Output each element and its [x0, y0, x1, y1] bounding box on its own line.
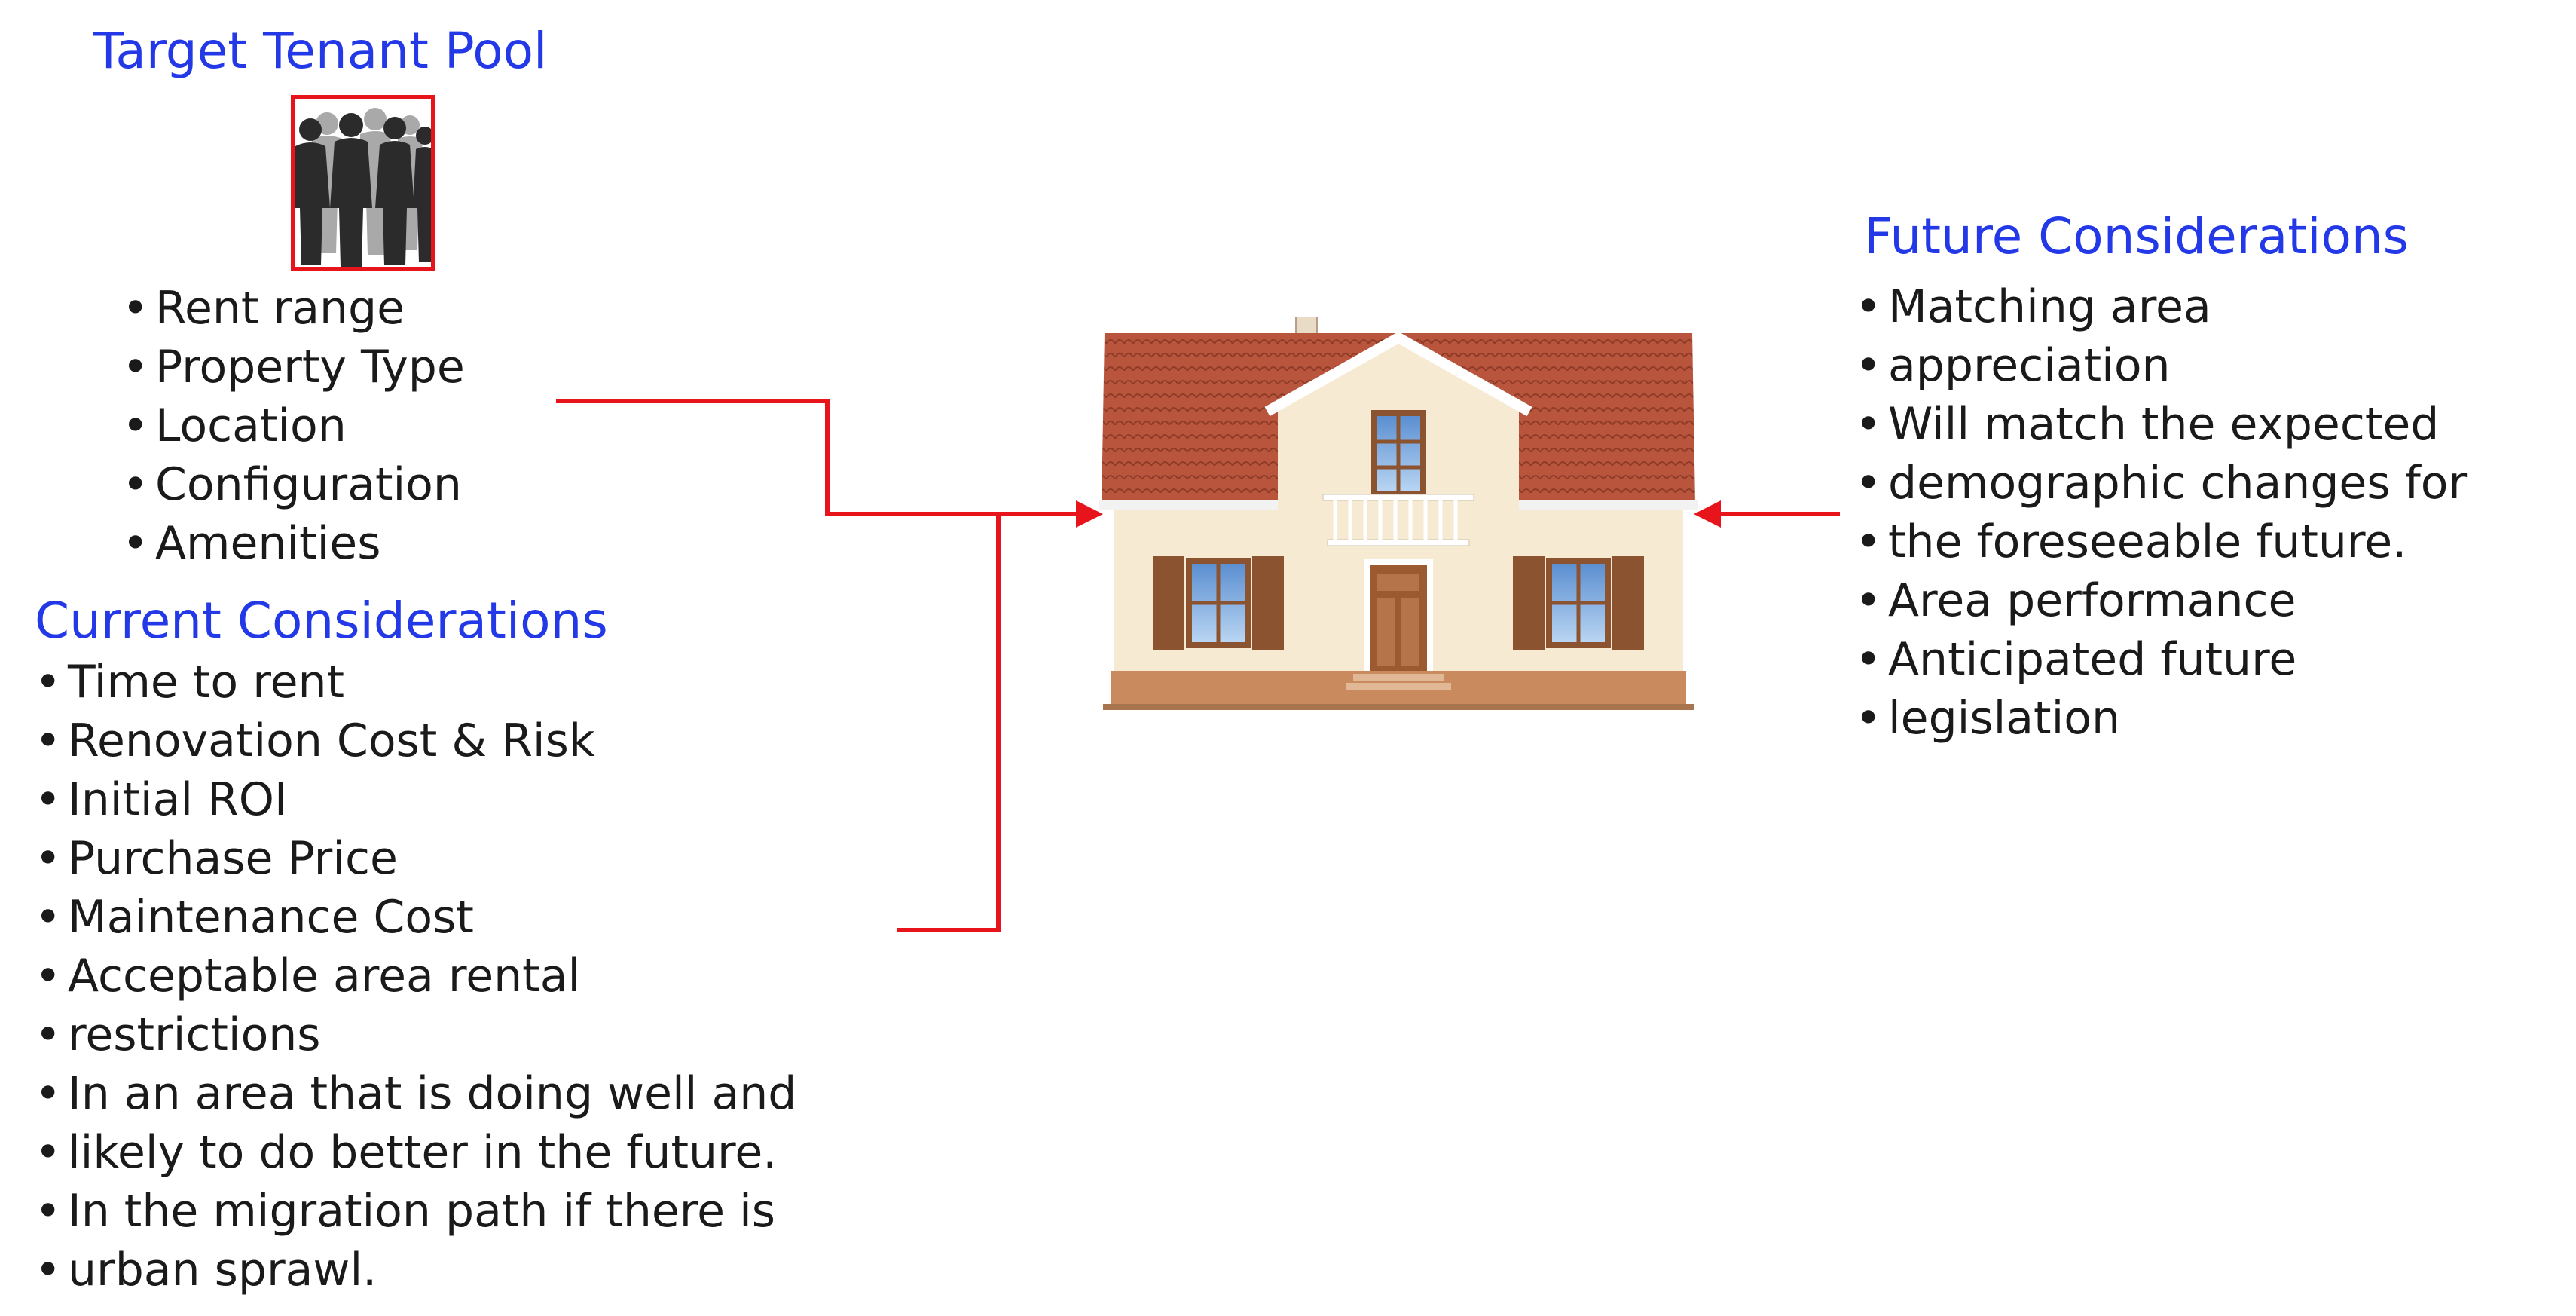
list-item: Property Type — [122, 338, 465, 396]
list-item: Anticipated future — [1855, 630, 2467, 689]
people-silhouette-icon — [291, 95, 435, 271]
list-item: Location — [122, 396, 465, 455]
list-item: Will match the expected — [1855, 395, 2467, 454]
list-item: the foreseeable future. — [1855, 513, 2467, 571]
list-item: Configuration — [122, 455, 465, 514]
list-item: In an area that is doing well and — [35, 1064, 796, 1123]
house-icon — [1099, 317, 1698, 710]
list-item: Renovation Cost & Risk — [35, 712, 796, 770]
tenant-pool-list: Rent range Property Type Location Config… — [122, 279, 465, 573]
tenant-connector — [556, 399, 1103, 528]
list-item: In the migration path if there is — [35, 1182, 796, 1241]
current-considerations-list: Time to rent Renovation Cost & Risk Init… — [35, 653, 796, 1299]
current-considerations-title: Current Considerations — [35, 592, 608, 650]
list-item: Initial ROI — [35, 770, 796, 829]
list-item: appreciation — [1855, 336, 2467, 395]
list-item: Amenities — [122, 514, 465, 573]
future-considerations-title: Future Considerations — [1864, 207, 2409, 265]
list-item: restrictions — [35, 1005, 796, 1064]
list-item: Maintenance Cost — [35, 888, 796, 947]
tenant-pool-title: Target Tenant Pool — [93, 22, 548, 80]
list-item: likely to do better in the future. — [35, 1123, 796, 1182]
list-item: Time to rent — [35, 653, 796, 712]
list-item: Area performance — [1855, 571, 2467, 630]
list-item: Rent range — [122, 279, 465, 338]
list-item: Purchase Price — [35, 829, 796, 888]
list-item: urban sprawl. — [35, 1241, 796, 1299]
list-item: Matching area — [1855, 277, 2467, 336]
list-item: demographic changes for — [1855, 454, 2467, 513]
current-connector — [897, 514, 1001, 932]
list-item: legislation — [1855, 689, 2467, 748]
list-item: Acceptable area rental — [35, 947, 796, 1005]
future-considerations-list: Matching area appreciation Will match th… — [1855, 277, 2467, 748]
